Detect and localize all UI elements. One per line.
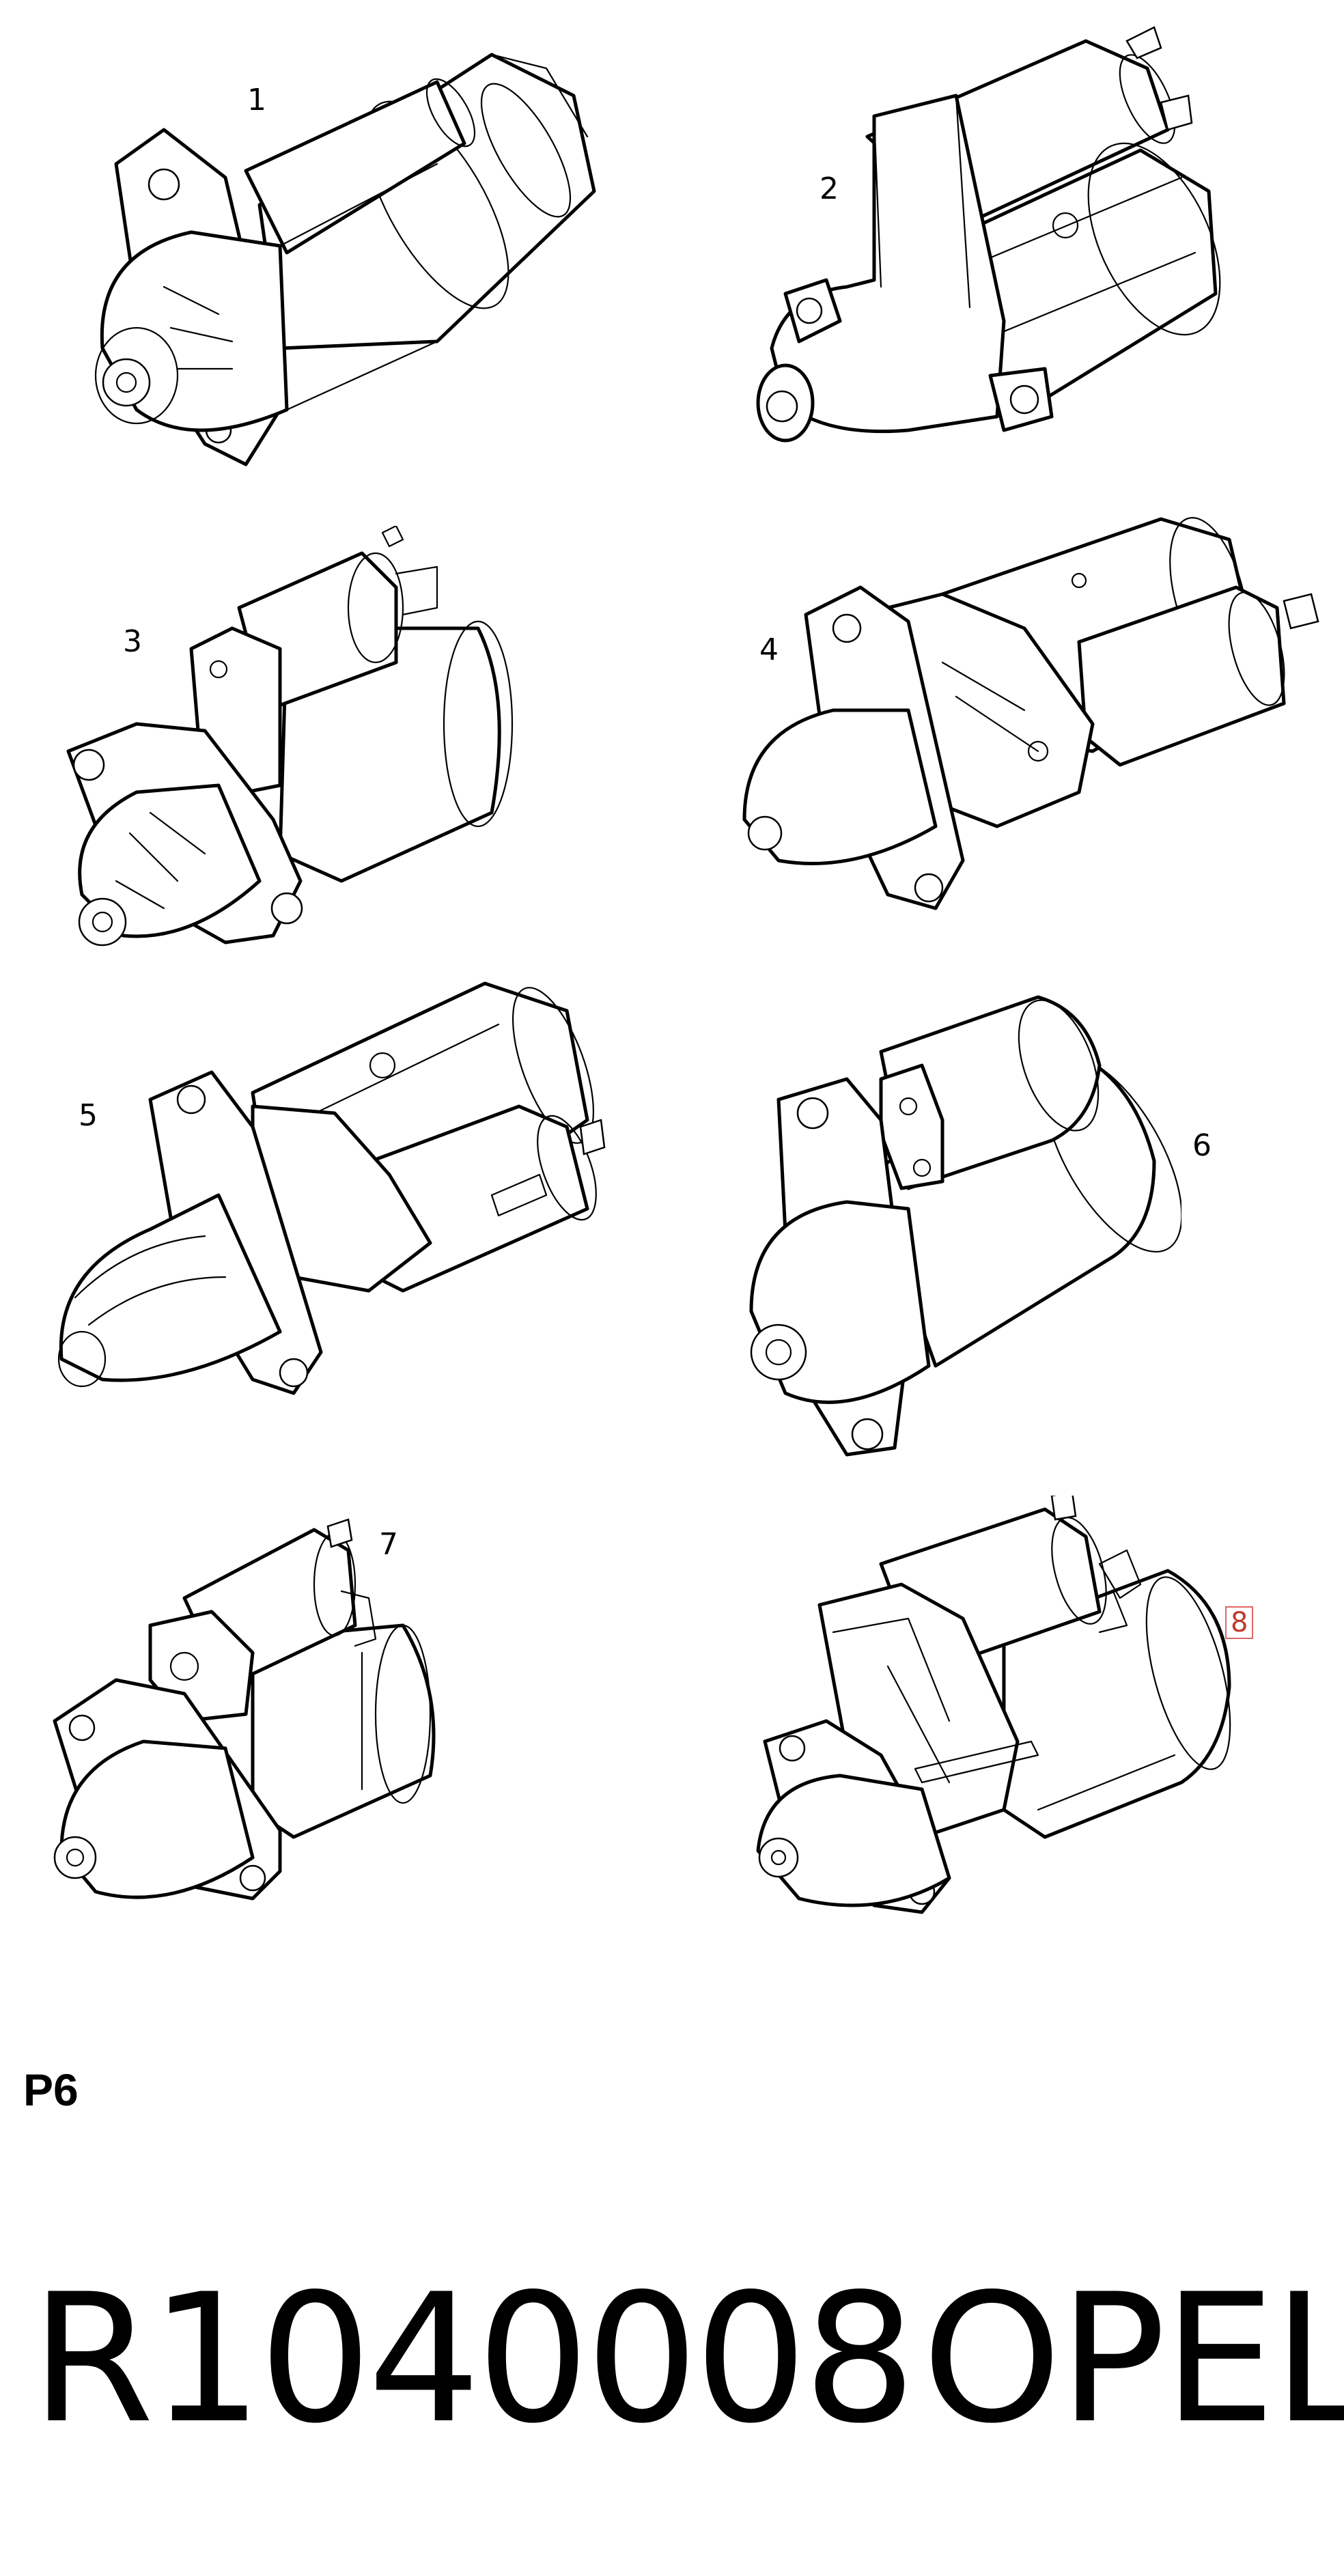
starter-motor-1-drawing — [55, 27, 601, 499]
callout-7: 7 — [379, 1527, 398, 1562]
starter-motor-3-drawing — [55, 526, 519, 963]
starter-motor-7-drawing — [48, 1516, 458, 1912]
callout-5: 5 — [79, 1098, 98, 1133]
callout-3: 3 — [123, 624, 142, 659]
callout-6: 6 — [1192, 1128, 1212, 1163]
brand-name: OPEL — [922, 2256, 1344, 2463]
starter-motor-4-drawing — [738, 505, 1325, 929]
callout-1: 1 — [247, 83, 266, 117]
callout-8: 8 — [1225, 1606, 1254, 1639]
starter-motor-6-drawing — [744, 983, 1181, 1475]
callout-4: 4 — [759, 632, 779, 667]
starter-motor-2-drawing — [744, 20, 1236, 458]
starter-motor-5-drawing — [48, 970, 608, 1420]
sheet-code: P6 — [23, 2064, 79, 2115]
part-number: R1040008 — [31, 2256, 916, 2463]
callout-2: 2 — [820, 171, 839, 206]
starter-motor-8-drawing — [744, 1496, 1236, 1919]
